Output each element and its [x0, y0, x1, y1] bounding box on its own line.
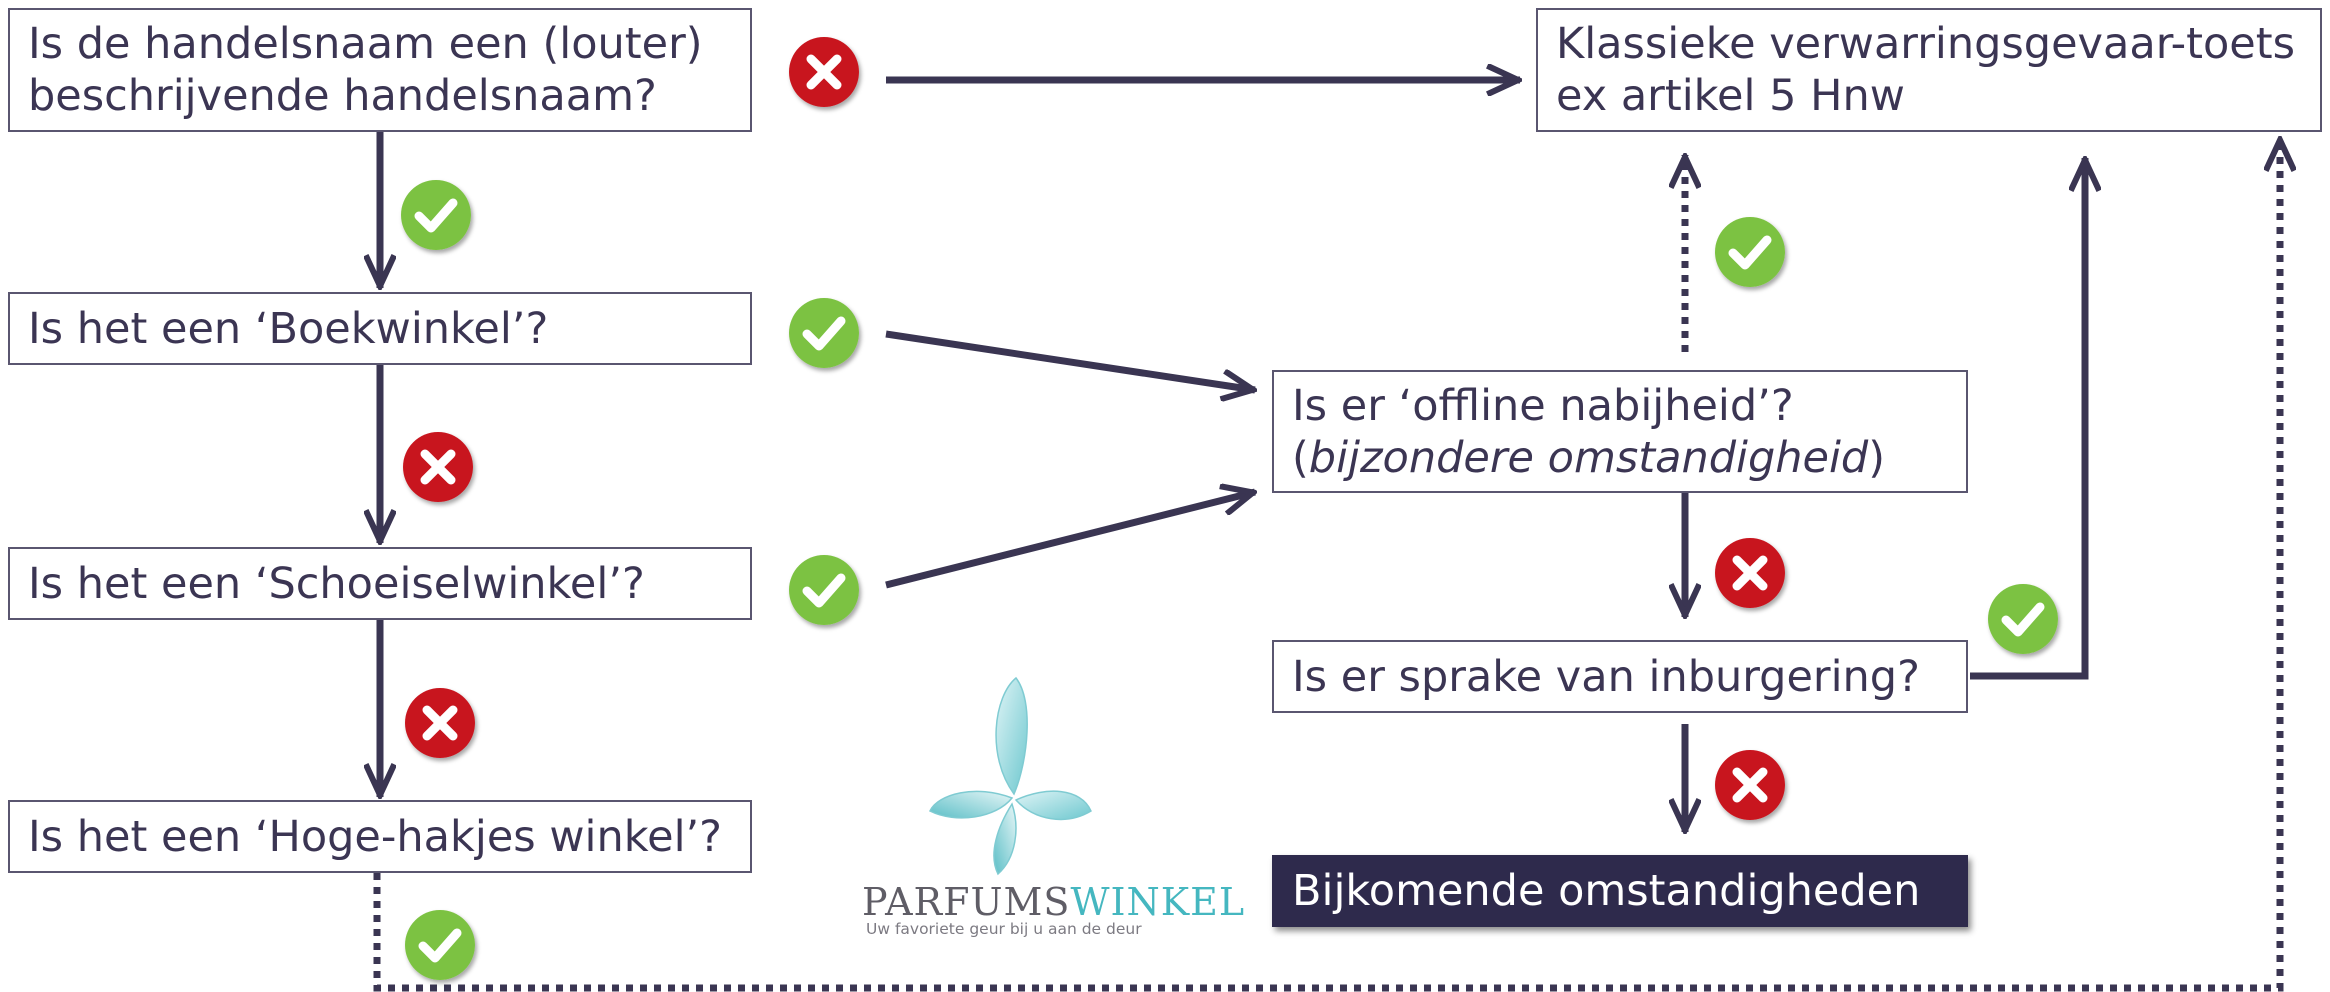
box-descriptive-tradename: Is de handelsnaam een (louter) beschrijv…: [8, 8, 752, 132]
cross-icon: [1715, 750, 1785, 820]
schoeisel-label: Is het een ‘Schoeiselwinkel’?: [28, 558, 645, 609]
inburgering-label: Is er sprake van inburgering?: [1292, 651, 1920, 702]
bijkomende-label: Bijkomende omstandigheden: [1292, 866, 1921, 916]
box-hogehakjes: Is het een ‘Hoge-hakjes winkel’?: [8, 800, 752, 873]
check-icon: [1988, 584, 2058, 654]
offline-line1: Is er ‘offline nabijheid’?: [1292, 380, 1794, 431]
descriptive-line1: Is de handelsnaam een (louter): [28, 19, 703, 69]
box-boekwinkel: Is het een ‘Boekwinkel’?: [8, 292, 752, 365]
box-bijkomende-omstandigheden: Bijkomende omstandigheden: [1272, 855, 1968, 927]
check-icon: [789, 298, 859, 368]
brand-part2: WINKEL: [1070, 880, 1246, 924]
arrow-inburgering-to-classic: [1970, 158, 2085, 680]
dotted-arrow-hogehakjes-to-classic: [373, 138, 2280, 992]
box-schoeiselwinkel: Is het een ‘Schoeiselwinkel’?: [8, 547, 752, 620]
cross-icon: [405, 688, 475, 758]
descriptive-line2: beschrijvende handelsnaam?: [28, 71, 657, 121]
arrow-schoeisel-to-offline: [885, 492, 1255, 589]
cross-icon: [789, 37, 859, 107]
brand-tagline: Uw favoriete geur bij u aan de deur: [866, 920, 1142, 938]
cross-icon: [1715, 538, 1785, 608]
classic-line2: ex artikel 5 Hnw: [1556, 71, 1905, 121]
check-icon: [405, 910, 475, 980]
butterfly-icon: [929, 676, 1092, 876]
classic-line1: Klassieke verwarringsgevaar-toets: [1556, 19, 2296, 69]
hogehakjes-label: Is het een ‘Hoge-hakjes winkel’?: [28, 811, 723, 862]
box-inburgering: Is er sprake van inburgering?: [1272, 640, 1968, 713]
offline-line2: (bijzondere omstandigheid): [1292, 432, 1885, 483]
check-icon: [1715, 217, 1785, 287]
box-classic-test: Klassieke verwarringsgevaar-toets ex art…: [1536, 8, 2322, 132]
box-offline-nabijheid: Is er ‘offline nabijheid’? (bijzondere o…: [1272, 370, 1968, 493]
boekwinkel-label: Is het een ‘Boekwinkel’?: [28, 303, 549, 354]
check-icon: [401, 180, 471, 250]
cross-icon: [403, 432, 473, 502]
check-icon: [789, 555, 859, 625]
arrow-boekwinkel-to-offline: [885, 330, 1255, 390]
brand-name: PARFUMSWINKEL: [862, 882, 1245, 922]
offline-italic: bijzondere omstandigheid: [1308, 432, 1869, 483]
parfumswinkel-logo: PARFUMSWINKEL Uw favoriete geur bij u aa…: [856, 676, 1244, 946]
brand-part1: PARFUMS: [862, 880, 1071, 924]
